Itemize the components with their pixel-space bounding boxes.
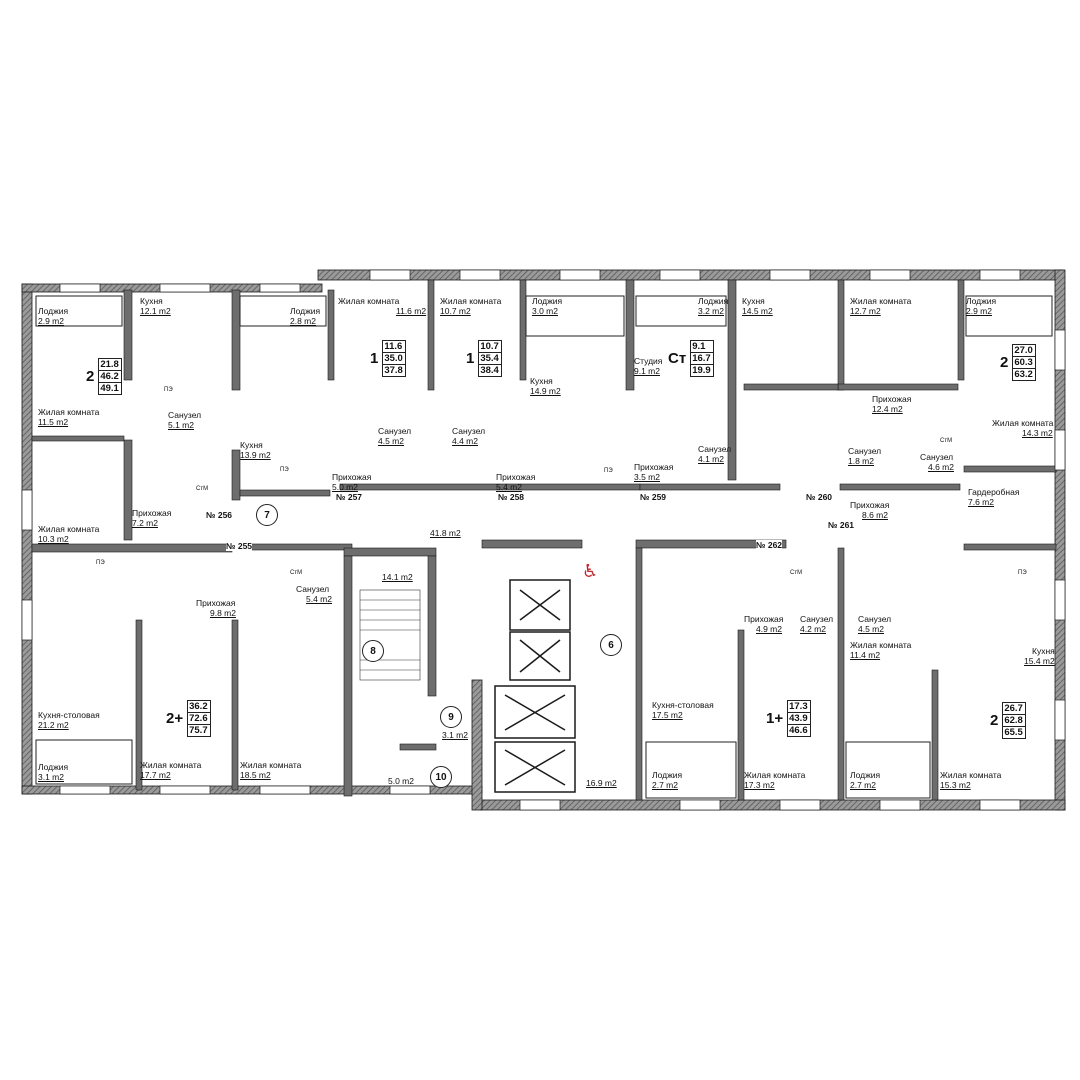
stove-label: ПЭ <box>96 560 105 566</box>
unit-number: № 255 <box>226 541 253 551</box>
unit-number: № 262 <box>756 540 783 550</box>
lobby-area: 5.0 m2 <box>388 776 414 786</box>
unit-number: № 259 <box>640 492 667 502</box>
marker-circle: 6 <box>600 634 622 656</box>
wheelchair-icon: ♿ <box>582 561 599 581</box>
marker-circle: 8 <box>362 640 384 662</box>
washer-label: СтМ <box>290 570 303 576</box>
stove-label: ПЭ <box>164 387 173 393</box>
elevator-shafts <box>494 579 576 793</box>
washer-label: СтМ <box>196 486 209 492</box>
washer-label: СтМ <box>790 570 803 576</box>
unit-number: № 261 <box>828 520 855 530</box>
stove-label: ПЭ <box>280 467 289 473</box>
stove-label: ПЭ <box>1018 570 1027 576</box>
elevator-hall-area: 16.9 m2 <box>586 778 617 788</box>
unit-number: № 256 <box>206 510 233 520</box>
unit-number: № 260 <box>806 492 833 502</box>
windows <box>21 269 1066 811</box>
washer-label: СтМ <box>940 438 953 444</box>
unit-number: № 257 <box>336 492 363 502</box>
corridor-area: 41.8 m2 <box>430 528 461 538</box>
vestibule-area: 3.1 m2 <box>442 730 468 740</box>
stove-label: ПЭ <box>604 468 613 474</box>
stair-hall-area: 14.1 m2 <box>382 572 413 582</box>
loggia-lines <box>35 295 1053 799</box>
marker-circle: 9 <box>440 706 462 728</box>
marker-circle: 10 <box>430 766 452 788</box>
interior-walls <box>31 279 1057 801</box>
staircase <box>359 589 421 681</box>
marker-circle: 7 <box>256 504 278 526</box>
unit-number: № 258 <box>498 492 525 502</box>
